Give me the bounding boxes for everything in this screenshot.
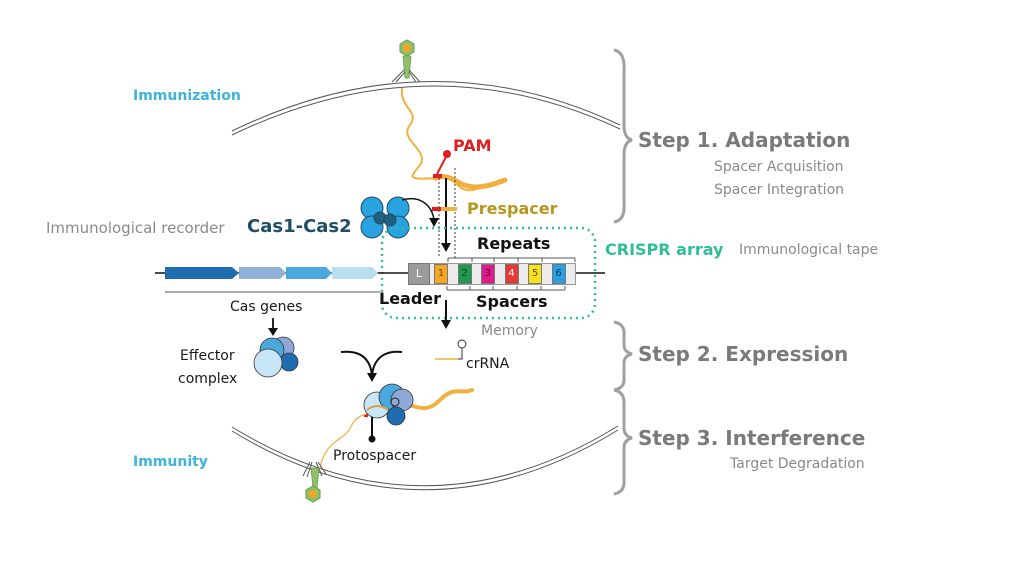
cas-genes-arrow xyxy=(268,318,278,336)
spacer-box-5: 5 xyxy=(528,264,542,284)
phage-top-icon xyxy=(391,39,421,83)
memory-label: Memory xyxy=(481,323,538,339)
cell-membrane-top xyxy=(231,80,621,136)
pam-marker xyxy=(433,150,451,178)
leader-box: L xyxy=(408,263,430,285)
cas1-cas2-label: Cas1-Cas2 xyxy=(247,216,352,237)
prespacer-label: Prespacer xyxy=(467,199,558,218)
protospacer-marker xyxy=(368,417,376,443)
immunity-label: Immunity xyxy=(133,454,208,470)
spacer-box-3: 3 xyxy=(481,264,495,284)
step1-subtitle-2: Spacer Integration xyxy=(714,182,845,198)
cas1-cas2-complex-icon xyxy=(360,196,410,239)
protospacer-label: Protospacer xyxy=(333,448,417,464)
phage-dna-strand xyxy=(400,87,501,192)
cas-gene-arrows xyxy=(165,267,378,279)
immunological-recorder-label: Immunological recorder xyxy=(46,219,225,237)
cas-genes-label: Cas genes xyxy=(230,299,303,315)
cas-gene-1 xyxy=(165,267,239,279)
cell-membrane-bottom xyxy=(231,425,619,491)
pam-label: PAM xyxy=(453,136,492,155)
crispr-array-label: CRISPR array xyxy=(605,240,724,259)
spacers-label: Spacers xyxy=(476,292,548,311)
step1-subtitle-1: Spacer Acquisition xyxy=(714,159,844,175)
spacer-box-6: 6 xyxy=(551,264,566,284)
leader-label: Leader xyxy=(379,289,442,308)
cas-gene-3 xyxy=(286,267,332,279)
step1-title: Step 1. Adaptation xyxy=(638,128,851,152)
spacer-box-1: 1 xyxy=(434,264,448,284)
effector-label-line2: complex xyxy=(178,371,238,387)
phage-dna-bottom xyxy=(319,413,367,469)
crrna-icon xyxy=(435,339,467,360)
insertion-arrow xyxy=(441,178,451,252)
step3-subtitle-1: Target Degradation xyxy=(730,456,865,472)
assembly-arrow xyxy=(340,350,403,382)
effector-complex-icon xyxy=(253,336,299,378)
step2-title: Step 2. Expression xyxy=(638,342,849,366)
phage-bottom-icon xyxy=(302,461,327,503)
step1-brace xyxy=(613,48,633,224)
repeats-label: Repeats xyxy=(477,234,551,253)
spacer-box-4: 4 xyxy=(504,264,519,284)
cas1-cas2-arrow xyxy=(401,198,435,221)
effector-label-line1: Effector xyxy=(180,348,235,364)
step3-title: Step 3. Interference xyxy=(638,426,866,450)
immunological-tape-label: Immunological tape xyxy=(739,242,879,258)
prespacer-marker xyxy=(432,207,457,211)
step2-brace xyxy=(613,320,633,392)
cas-gene-2 xyxy=(239,267,286,279)
repeats-bracket xyxy=(447,257,576,262)
spacers-bracket xyxy=(446,286,566,291)
interference-complex-icon xyxy=(363,383,474,426)
step3-brace xyxy=(613,388,633,496)
spacer-box-2: 2 xyxy=(457,264,472,284)
cas-gene-4 xyxy=(332,267,378,279)
immunization-label: Immunization xyxy=(133,88,241,104)
crrna-label: crRNA xyxy=(466,356,510,372)
cas1-cas2-arrowhead xyxy=(429,218,439,227)
expression-arrow xyxy=(441,300,451,329)
